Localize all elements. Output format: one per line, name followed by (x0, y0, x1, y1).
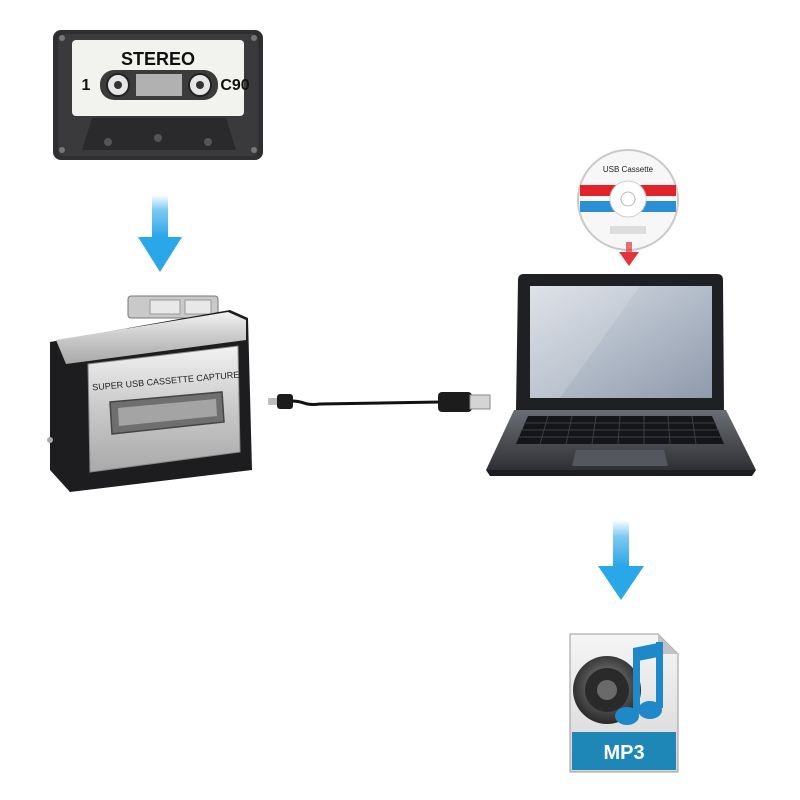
music-note-icon (615, 642, 663, 725)
laptop-touchpad (572, 450, 668, 466)
cassette-tape-type: C90 (220, 77, 249, 94)
laptop (486, 274, 756, 476)
usb-cable (268, 392, 491, 412)
usb-a-plug (469, 394, 491, 410)
arrow-down-icon-2 (598, 520, 644, 600)
arrow-down-icon (138, 195, 182, 272)
mp3-badge (572, 732, 676, 770)
usb-cassette-player: SUPER USB CASSETTE CAPTURE (47, 295, 252, 492)
cd-disc-icon: USB Cassette (577, 149, 679, 251)
cassette-side-number: 1 (82, 77, 91, 94)
laptop-screen (530, 286, 712, 398)
micro-usb-plug (268, 398, 278, 405)
red-arrow-down-icon (619, 242, 639, 266)
mp3-label: MP3 (603, 742, 644, 764)
cd-label-text: USB Cassette (603, 165, 654, 174)
cassette-tape: STEREO 1 C90 (53, 30, 263, 160)
cassette-stereo-label: STEREO (121, 49, 195, 69)
mp3-file-icon: MP3 (569, 633, 679, 773)
